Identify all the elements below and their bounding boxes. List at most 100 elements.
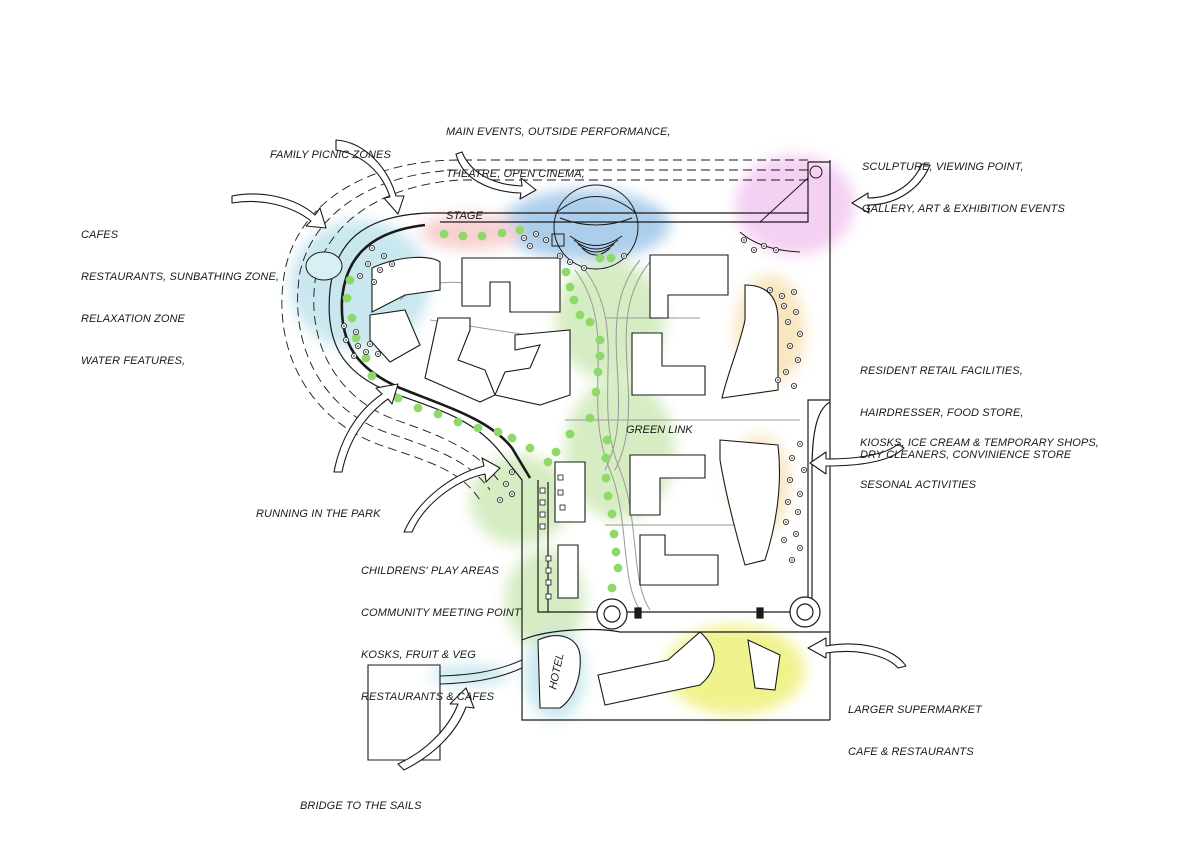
shrub-icon	[787, 342, 794, 349]
building-centre-r	[494, 329, 571, 406]
tree-icon	[607, 583, 617, 593]
tree-icon	[613, 563, 623, 573]
tree-icon	[393, 393, 403, 403]
building-nw-block	[461, 257, 561, 313]
tree-icon	[593, 367, 603, 377]
tree-icon	[525, 443, 535, 453]
shrub-icon	[388, 260, 395, 267]
shrub-icon	[342, 336, 349, 343]
label-line: CAFES	[81, 229, 119, 241]
kiosk-stall	[539, 487, 546, 494]
curved-arrow-icon	[807, 637, 907, 669]
shrub-icon	[366, 340, 373, 347]
tree-icon	[477, 231, 487, 241]
shrub-icon	[364, 260, 371, 267]
pointer-arrows	[231, 139, 931, 771]
shrub-icon	[793, 531, 800, 538]
kiosk-stall	[559, 504, 566, 511]
label-resident-retail: RESIDENT RETAIL FACILITIES, HAIRDRESSER,…	[860, 336, 1071, 476]
kiosk-stall	[557, 474, 564, 481]
tree-icon	[453, 417, 463, 427]
tree-icon	[551, 447, 561, 457]
tree-icon	[543, 457, 553, 467]
tree-icon	[569, 295, 579, 305]
label-line: DRY CLEANERS, CONVINIENCE STORE	[860, 449, 1072, 461]
kiosk-stall	[545, 567, 552, 574]
curved-arrow-icon	[335, 139, 405, 215]
tree-icon	[458, 231, 468, 241]
tree-icon	[595, 351, 605, 361]
building-supermarket-annex	[747, 639, 781, 691]
shrub-icon	[781, 302, 788, 309]
roundabout-icon	[796, 603, 814, 621]
shrub-icon	[741, 236, 748, 243]
label-line: MAIN EVENTS, OUTSIDE PERFORMANCE,	[446, 126, 671, 138]
shrub-icon	[797, 490, 804, 497]
shrub-icon	[785, 318, 792, 325]
tree-icon	[595, 253, 605, 263]
shrub-icon	[370, 278, 377, 285]
tree-icon	[351, 333, 361, 343]
amphitheatre	[551, 184, 639, 270]
shrub-icon	[797, 545, 804, 552]
label-sculpture: SCULPTURE, VIEWING POINT, GALLERY, ART &…	[862, 132, 1065, 230]
tree-icon	[347, 313, 357, 323]
zone-childrens-play	[470, 455, 570, 545]
tree-icon	[439, 229, 449, 239]
tree-icon	[413, 403, 423, 413]
shrub-icon	[751, 246, 758, 253]
shrub-icon	[797, 440, 804, 447]
building-supermarket	[597, 631, 715, 706]
tree-icon	[565, 429, 575, 439]
label-line: SCULPTURE, VIEWING POINT,	[862, 161, 1024, 173]
label-line: RESTAURANTS & CAFES	[361, 691, 495, 703]
shrub-icon	[789, 454, 796, 461]
building-se-lower	[639, 534, 719, 586]
building-centre-l	[424, 317, 496, 403]
shrub-group	[340, 230, 808, 564]
shrub-icon	[775, 376, 782, 383]
shrub-icon	[521, 234, 528, 241]
buildings	[367, 254, 781, 761]
tree-icon	[345, 275, 355, 285]
tree-icon	[565, 282, 575, 292]
shrub-icon	[797, 330, 804, 337]
shrub-icon	[581, 264, 588, 271]
shrub-icon	[354, 342, 361, 349]
shrub-icon	[527, 242, 534, 249]
building-se-upper	[629, 454, 706, 516]
building-retail-crescent-north	[721, 284, 779, 399]
shrub-icon	[376, 266, 383, 273]
shrub-icon	[795, 356, 802, 363]
building-bridge-landing	[367, 664, 441, 761]
shrub-icon	[380, 252, 387, 259]
bridge-to-the-sails	[439, 659, 523, 685]
shrub-icon	[791, 288, 798, 295]
tree-icon	[585, 413, 595, 423]
curved-arrow-icon	[403, 457, 501, 533]
tree-icon	[561, 267, 571, 277]
tree-icon	[515, 225, 525, 235]
shrub-icon	[791, 382, 798, 389]
zone-sculpture	[735, 155, 855, 255]
label-line: WATER FEATURES,	[81, 355, 186, 367]
building-w-crescent	[371, 256, 441, 313]
tree-icon	[601, 453, 611, 463]
tree-icon	[433, 409, 443, 419]
shrub-icon	[785, 498, 792, 505]
tree-icon	[367, 371, 377, 381]
label-line: STAGE	[446, 210, 483, 222]
shrub-icon	[496, 496, 503, 503]
label-line: RESTAURANTS, SUNBATHING ZONE,	[81, 271, 280, 283]
shrub-icon	[781, 537, 788, 544]
shrub-icon	[508, 490, 515, 497]
curved-arrow-icon	[397, 687, 475, 771]
label-line: CHILDRENS' PLAY AREAS	[361, 565, 499, 577]
curved-arrow-icon	[333, 383, 399, 473]
label-line: RESIDENT RETAIL FACILITIES,	[860, 365, 1023, 377]
label-green-link: GREEN LINK	[626, 424, 693, 436]
kiosk-stall	[539, 499, 546, 506]
label-line: RELAXATION ZONE	[81, 313, 185, 325]
label-line: FAMILY PICNIC ZONES	[270, 149, 391, 161]
tree-icon	[342, 293, 352, 303]
